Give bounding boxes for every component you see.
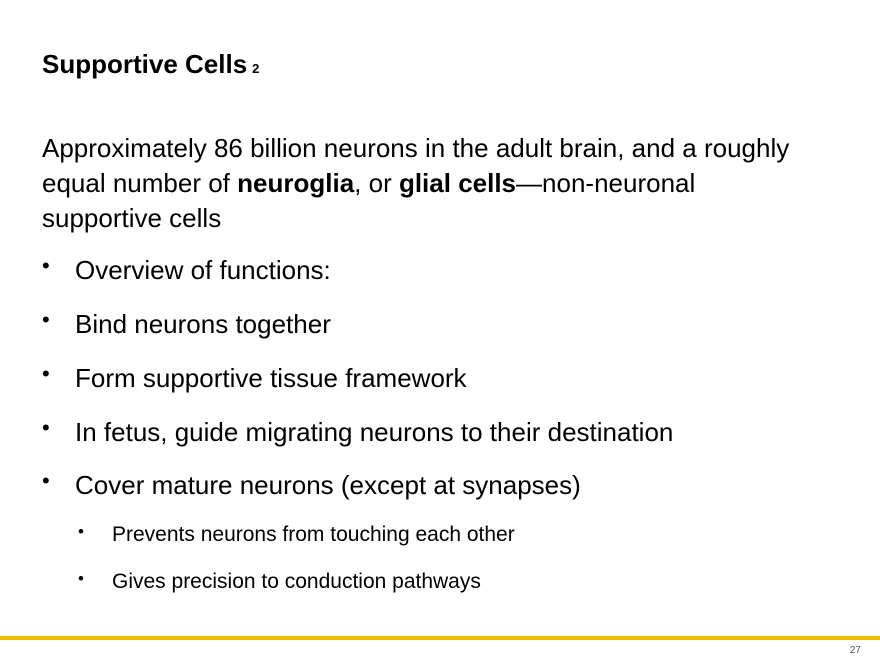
intro-paragraph: Approximately 86 billion neurons in the … bbox=[42, 131, 822, 236]
intro-text-2: , or bbox=[354, 168, 399, 198]
intro-text-3: —non-neuronal supportive cells bbox=[42, 168, 696, 233]
sub-bullet-text: Prevents neurons from touching each othe… bbox=[112, 523, 515, 546]
bullet-icon: • bbox=[42, 468, 50, 493]
title-suffix: 2 bbox=[252, 61, 260, 76]
bullet-text: In fetus, guide migrating neurons to the… bbox=[75, 417, 674, 447]
page-number: 27 bbox=[849, 645, 861, 656]
footer-accent-bar bbox=[0, 636, 880, 640]
bullet-text: Form supportive tissue framework bbox=[75, 363, 467, 393]
intro-term-neuroglia: neuroglia bbox=[237, 168, 355, 198]
intro-text-1: Approximately 86 billion neurons in the … bbox=[42, 133, 790, 198]
sub-bullet-text: Gives precision to conduction pathways bbox=[112, 570, 481, 593]
bullet-text: Bind neurons together bbox=[75, 309, 331, 339]
bullet-icon: • bbox=[42, 253, 50, 278]
bullet-icon: • bbox=[42, 307, 50, 332]
bullet-icon: • bbox=[42, 361, 50, 386]
bullet-text: Overview of functions: bbox=[75, 255, 331, 285]
sub-bullet-icon: • bbox=[78, 522, 84, 541]
bullet-text: Cover mature neurons (except at synapses… bbox=[75, 470, 581, 500]
sub-bullet-icon: • bbox=[78, 569, 84, 588]
intro-term-glial-cells: glial cells bbox=[398, 168, 517, 198]
title-text: Supportive Cells bbox=[42, 49, 248, 79]
slide-title: Supportive Cells 2 bbox=[42, 48, 259, 85]
bullet-icon: • bbox=[42, 415, 50, 440]
